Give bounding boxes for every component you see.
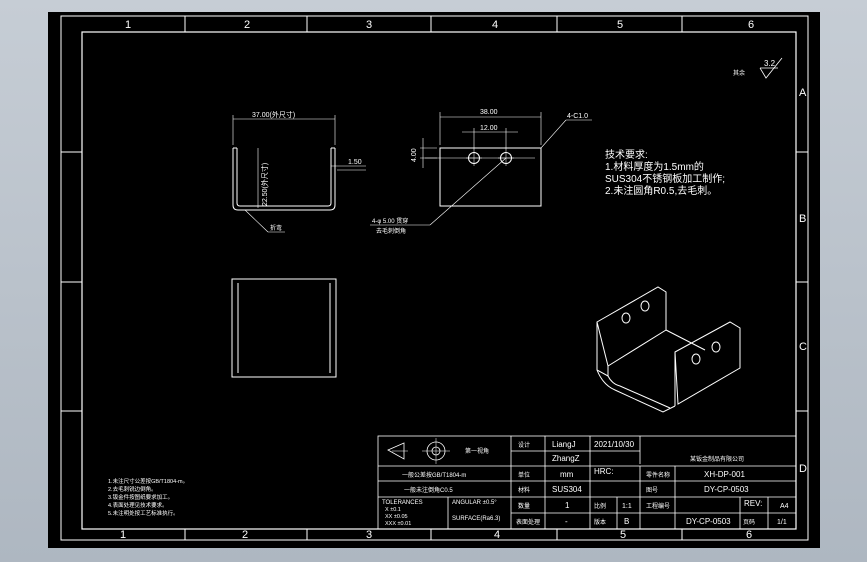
roughness-symbol: 其余 3.2 xyxy=(733,57,783,79)
zone-top-3: 3 xyxy=(366,19,372,31)
qty-label: 数量 xyxy=(518,502,530,510)
hrc-label: HRC: xyxy=(594,467,614,476)
svg-text:SUS304不锈钢板加工制作;: SUS304不锈钢板加工制作; xyxy=(605,172,725,185)
chamfer-callout: 4-C1.0 xyxy=(567,113,588,120)
zone-top-1: 1 xyxy=(125,19,131,31)
svg-text:5.未注明处按工艺标准执行。: 5.未注明处按工艺标准执行。 xyxy=(108,509,179,517)
svg-text:4.表面处理见技术要求。: 4.表面处理见技术要求。 xyxy=(108,501,168,509)
surface-finish: SURFACE(Ra6.3) xyxy=(452,516,500,522)
svg-text:3.2: 3.2 xyxy=(764,59,776,68)
zone-right-c: C xyxy=(799,341,807,353)
dim-top-width: 38.00 xyxy=(480,109,498,116)
svg-text:1.未注尺寸公差按GB/T1804-m。: 1.未注尺寸公差按GB/T1804-m。 xyxy=(108,477,188,485)
tol-xxx: XXX ±0.01 xyxy=(385,521,411,527)
side-view[interactable] xyxy=(232,115,366,233)
dim-hole-spacing: 12.00 xyxy=(480,125,498,132)
version-label: 版本 xyxy=(594,518,606,526)
dim-side-width: 37.00(外尺寸) xyxy=(252,110,295,119)
svg-text:其余: 其余 xyxy=(733,69,745,77)
zone-right-b: B xyxy=(799,213,806,225)
weight-value: - xyxy=(565,517,568,526)
scale-value: 1:1 xyxy=(622,503,632,510)
checker-name: ZhangZ xyxy=(552,454,580,463)
process-number: DY-CP-0503 xyxy=(686,517,731,526)
front-view[interactable] xyxy=(370,112,592,226)
process-label: 工程编号 xyxy=(646,502,670,510)
zone-ticks xyxy=(61,16,808,540)
bend-note: 折弯 xyxy=(270,224,282,232)
dim-hole-height: 4.00 xyxy=(411,148,418,162)
svg-text:3.钣金件按图纸要求加工。: 3.钣金件按图纸要求加工。 xyxy=(108,493,173,501)
material-label: 材料 xyxy=(518,486,530,494)
dim-thickness: 1.50 xyxy=(348,159,362,166)
drawing-no-label: 图号 xyxy=(646,487,658,494)
zone-top-5: 5 xyxy=(617,19,623,31)
zone-right-a: A xyxy=(799,87,807,99)
general-tol-note: 一般公差按GB/T1804-m xyxy=(402,471,466,479)
zone-bottom-2: 2 xyxy=(242,529,248,541)
company-name: 某钣金制品有限公司 xyxy=(690,455,744,463)
projection-label: 第一视角 xyxy=(465,447,489,455)
outer-border xyxy=(60,15,809,541)
zone-bottom-4: 4 xyxy=(494,529,500,541)
zone-right-d: D xyxy=(799,463,807,475)
design-date: 2021/10/30 xyxy=(594,440,635,449)
zone-top-6: 6 xyxy=(748,19,754,31)
inner-border xyxy=(81,31,797,530)
isometric-view[interactable] xyxy=(596,286,741,413)
angular-tol: ANGULAR ±0.5° xyxy=(452,500,497,506)
version-value: B xyxy=(624,517,629,526)
zone-bottom-5: 5 xyxy=(620,529,626,541)
svg-text:1.材料厚度为1.5mm的: 1.材料厚度为1.5mm的 xyxy=(605,160,704,173)
unit-value: mm xyxy=(560,470,574,479)
svg-text:2.未注圆角R0.5,去毛刺。: 2.未注圆角R0.5,去毛刺。 xyxy=(605,184,717,197)
part-name: XH-DP-001 xyxy=(704,470,745,479)
tolerance-header: TOLERANCES xyxy=(382,500,423,506)
bottom-view[interactable] xyxy=(231,278,337,378)
paper-size: A4 xyxy=(780,503,789,510)
tol-x: X ±0.1 xyxy=(385,507,401,513)
sheet-label: 页码 xyxy=(743,518,755,526)
zone-top-2: 2 xyxy=(244,19,250,31)
part-name-label: 零件名称 xyxy=(646,471,670,479)
zone-top-4: 4 xyxy=(492,19,498,31)
sheet-number: 1/1 xyxy=(777,519,787,526)
hole-note-2: 去毛刺倒角 xyxy=(376,227,406,235)
zone-bottom-1: 1 xyxy=(120,529,126,541)
tol-xx: XX ±0.05 xyxy=(385,514,408,520)
zone-bottom-6: 6 xyxy=(746,529,752,541)
unit-label: 单位 xyxy=(518,471,530,479)
hole-note-1: 4-φ 5.00 贯穿 xyxy=(372,217,408,225)
surface-treatment-label: 表面处理 xyxy=(516,518,540,526)
dim-side-height: 22.50(外尺寸) xyxy=(260,163,269,206)
title-block[interactable] xyxy=(377,435,797,530)
material-value: SUS304 xyxy=(552,485,582,494)
general-notes: 1.未注尺寸公差按GB/T1804-m。 2.去毛刺锐边倒角。 3.钣金件按图纸… xyxy=(108,477,188,517)
drawing-no: DY-CP-0503 xyxy=(704,485,749,494)
designer-label: 设计 xyxy=(518,441,530,449)
designer-name: LiangJ xyxy=(552,440,576,449)
qty-value: 1 xyxy=(565,501,570,510)
svg-text:2.去毛刺锐边倒角。: 2.去毛刺锐边倒角。 xyxy=(108,485,157,493)
svg-text:技术要求:: 技术要求: xyxy=(605,148,648,161)
scale-label: 比例 xyxy=(594,502,606,510)
zone-bottom-3: 3 xyxy=(366,529,372,541)
tech-requirements: 技术要求: 1.材料厚度为1.5mm的 SUS304不锈钢板加工制作; 2.未注… xyxy=(605,148,725,197)
general-chamfer-note: 一般未注倒角C0.5 xyxy=(404,486,453,494)
rev-label: REV: xyxy=(744,499,762,508)
cad-viewport[interactable] xyxy=(48,12,820,548)
